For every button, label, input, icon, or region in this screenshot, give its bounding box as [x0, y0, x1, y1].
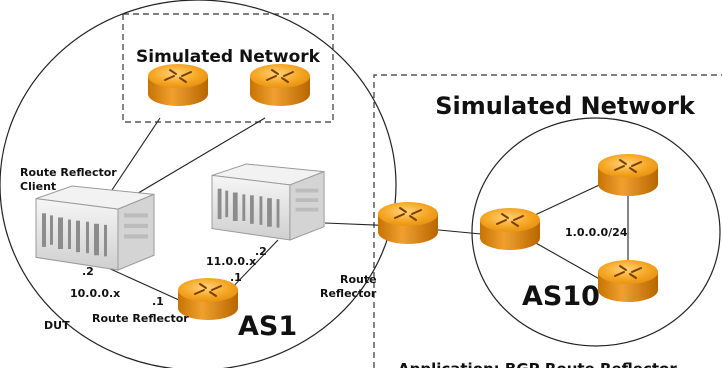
router-icon — [479, 207, 541, 251]
right-simulated-network-title: Simulated Network — [435, 92, 696, 120]
rr-client-label-2: Client — [20, 180, 56, 193]
left-simulated-network-box — [122, 13, 334, 123]
left-simulated-network-title: Simulated Network — [136, 47, 321, 67]
ip-10-1-label: .1 — [152, 295, 164, 308]
as10-label: AS10 — [522, 281, 600, 312]
route-reflector-device — [211, 163, 325, 241]
router-icon — [597, 259, 659, 303]
rr-bottom-label: Route Reflector — [92, 312, 189, 325]
router-icon — [377, 201, 439, 245]
as1-label: AS1 — [238, 311, 297, 342]
as10-boundary — [471, 117, 721, 347]
router-icon — [597, 153, 659, 197]
caption: Application: BGP Route Reflector — [398, 360, 677, 368]
ip-11-2-label: .2 — [255, 245, 267, 258]
link-sim1-client — [109, 117, 161, 194]
dut-label: DUT — [44, 319, 70, 332]
rr-right-label-2: Reflector — [320, 287, 377, 300]
link-sim2-client — [117, 117, 266, 206]
subnet-10-label: 10.0.0.x — [70, 287, 120, 300]
subnet-11-label: 11.0.0.x — [206, 255, 256, 268]
rr-right-label-1: Route — [340, 273, 377, 286]
router-icon — [147, 63, 209, 107]
as10-subnet-label: 1.0.0.0/24 — [565, 226, 628, 239]
route-reflector-client-device — [35, 185, 155, 271]
rr-client-label: Route Reflector — [20, 166, 117, 179]
right-simulated-network-box — [373, 74, 722, 368]
as1-boundary — [0, 0, 397, 368]
ip-10-2-label: .2 — [82, 265, 94, 278]
ip-11-1-label: .1 — [230, 271, 242, 284]
router-icon — [249, 63, 311, 107]
